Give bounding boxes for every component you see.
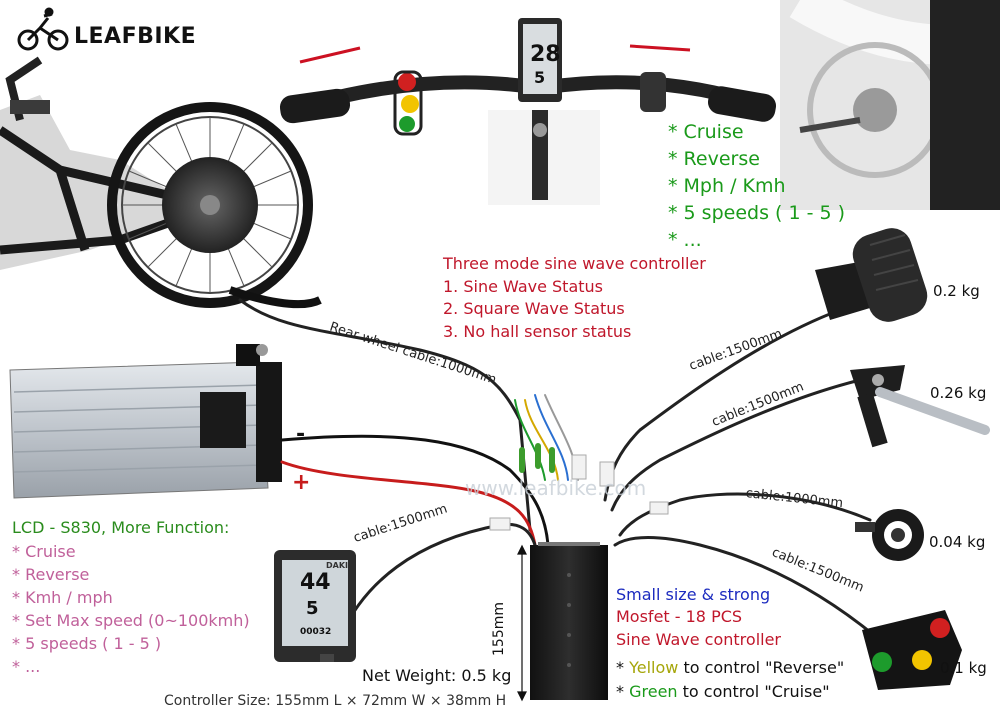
controller-box [530, 542, 608, 700]
brake-weight: 0.26 kg [930, 384, 987, 402]
lcd-features-title: LCD - S830, More Function: [12, 518, 230, 537]
fork-photo [780, 0, 1000, 210]
battery-plus-sign: + [292, 470, 311, 495]
bike-rear-wheel-photo [0, 56, 322, 309]
controller-info-line1: Small size & strong [616, 585, 771, 604]
watermark-text: www.leafbike.com [465, 476, 647, 500]
lcd-feature-more: * ... [12, 657, 41, 676]
controller-info-line2: Mosfet - 18 PCS [616, 607, 743, 626]
lcd-feature-max-speed: * Set Max speed (0~100kmh) [12, 611, 250, 630]
controller-size-label: Controller Size: 155mm L × 72mm W × 38mm… [164, 693, 507, 709]
lcd-top-digit: 5 [534, 68, 546, 87]
controller-modes-title: Three mode sine wave controller [443, 254, 706, 273]
top-feature-units: * Mph / Kmh [668, 175, 786, 197]
battery-pack [9, 344, 282, 499]
green-word: Green [629, 682, 678, 701]
lcd-feature-speeds: * 5 speeds ( 1 - 5 ) [12, 634, 162, 653]
lcd-feature-cruise: * Cruise [12, 542, 76, 561]
pas-sensor [855, 509, 924, 561]
controller-mode-sine: 1. Sine Wave Status [443, 277, 604, 296]
brake-lever [850, 365, 990, 448]
net-weight-label: Net Weight: 0.5 kg [362, 666, 512, 685]
lcd-feature-units: * Kmh / mph [12, 588, 113, 607]
pas-weight: 0.04 kg [929, 533, 986, 551]
throttle-weight: 0.2 kg [933, 282, 980, 300]
controller-mode-no-hall: 3. No hall sensor status [443, 322, 632, 341]
lcd-bottom-speed: 44 [300, 570, 331, 595]
lcd-feature-reverse: * Reverse [12, 565, 90, 584]
lcd-bottom-digit: 5 [306, 598, 319, 619]
controller-mode-square: 2. Square Wave Status [443, 299, 625, 318]
controller-dimension-label: 155mm [491, 602, 507, 656]
lcd-top-speed: 28 [530, 42, 561, 67]
throttle-grip [815, 228, 928, 322]
cyclist-logo-icon [17, 7, 69, 51]
controller-info-line3: Sine Wave controller [616, 630, 781, 649]
top-feature-cruise: * Cruise [668, 121, 744, 143]
lcd-display-bottom [274, 550, 356, 662]
battery-minus-sign: - [296, 422, 306, 447]
green-wire-note: * Green to control "Cruise" [616, 682, 830, 701]
lcd-bottom-odometer: 00032 [300, 627, 332, 637]
brand-logo-text: LEAFBIKE [74, 24, 197, 49]
function-switch [862, 610, 962, 690]
handlebar-photo [279, 18, 777, 205]
wiring [238, 298, 882, 652]
yellow-word: Yellow [629, 658, 679, 677]
yellow-wire-note: * Yellow to control "Reverse" [616, 658, 845, 677]
lcd-bottom-brand: DAKI [326, 561, 349, 570]
switch-weight: 0.1 kg [940, 659, 987, 677]
top-feature-reverse: * Reverse [668, 148, 760, 170]
top-feature-speeds: * 5 speeds ( 1 - 5 ) [668, 202, 846, 224]
top-feature-more: * ... [668, 229, 702, 251]
dimension-arrow [517, 544, 527, 702]
